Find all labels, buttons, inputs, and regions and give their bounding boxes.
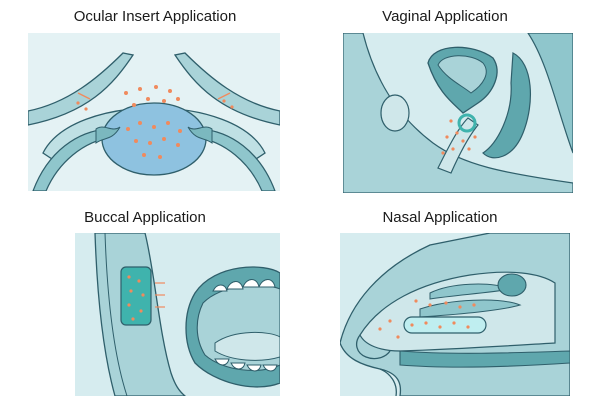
hard-palate [399, 350, 570, 368]
ocular-drug-particles [76, 85, 234, 159]
bladder [380, 94, 410, 132]
vaginal-panel-title: Vaginal Application [382, 8, 508, 25]
buccal-illustration [75, 233, 280, 396]
vaginal-illustration [343, 33, 573, 193]
nasal-insert [403, 316, 487, 334]
lower-teeth [214, 358, 278, 372]
buccal-drug-particles [127, 275, 145, 321]
upper-eyelid-right [173, 52, 280, 126]
vaginal-insert [457, 113, 477, 133]
buccal-panel-title: Buccal Application [84, 209, 206, 226]
ocular-panel-title: Ocular Insert Application [73, 8, 237, 25]
sinus [497, 273, 527, 297]
ocular-illustration [28, 33, 280, 191]
nostril [355, 334, 391, 360]
upper-eyelid-left [28, 52, 135, 126]
middle-turbinate [419, 299, 522, 318]
nasal-drug-particles [378, 299, 476, 339]
upper-teeth [212, 279, 276, 292]
upper-lip [379, 368, 397, 396]
nasal-panel-title: Nasal Application [382, 209, 498, 226]
spine [527, 33, 573, 154]
rectum [482, 52, 532, 159]
tongue [214, 331, 280, 361]
buccal-insert [120, 266, 152, 326]
ocular-insert [101, 102, 207, 176]
body-profile [343, 33, 573, 193]
vaginal-drug-particles [441, 119, 477, 155]
nasal-illustration [340, 233, 570, 396]
